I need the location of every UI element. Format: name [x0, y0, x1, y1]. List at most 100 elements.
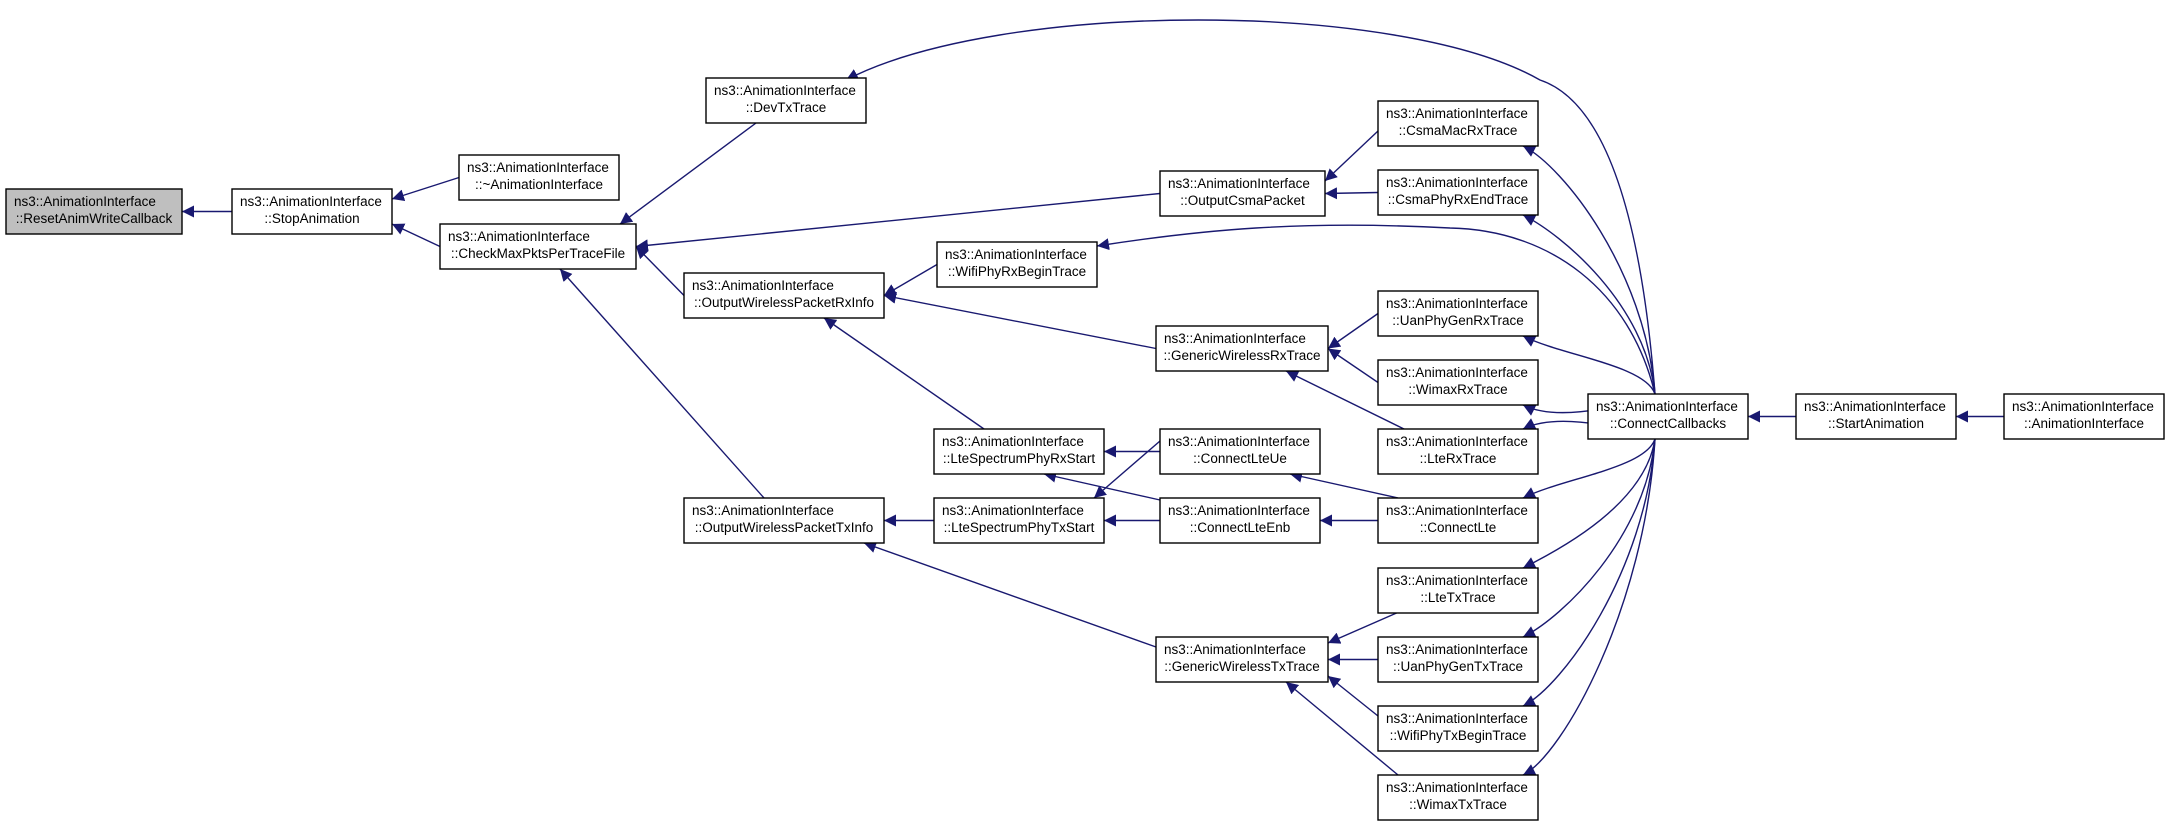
node-wifiphyrxbegintrace[interactable]: ns3::AnimationInterface::WifiPhyRxBeginT…: [936, 241, 1098, 288]
node-namespace-label: ns3::AnimationInterface: [467, 160, 609, 175]
node-wimaxtxtrace[interactable]: ns3::AnimationInterface::WimaxTxTrace: [1377, 774, 1539, 821]
node-startanimation[interactable]: ns3::AnimationInterface::StartAnimation: [1795, 393, 1957, 440]
edge-layer: [182, 19, 2004, 776]
node-method-label: ::CheckMaxPktsPerTraceFile: [451, 246, 625, 261]
node-box: [1155, 636, 1329, 683]
node-box: [1377, 497, 1539, 544]
node-namespace-label: ns3::AnimationInterface: [1168, 434, 1310, 449]
node-namespace-label: ns3::AnimationInterface: [942, 434, 1084, 449]
node-method-label: ::WifiPhyTxBeginTrace: [1390, 728, 1527, 743]
node-namespace-label: ns3::AnimationInterface: [1386, 503, 1528, 518]
node-method-label: ::LteSpectrumPhyRxStart: [943, 451, 1096, 466]
edge-ltetxtrace-to-genericwirelesstxtrace: [1327, 607, 1409, 644]
edge-devtxtrace-to-checkmaxpktspertracefile: [619, 122, 757, 225]
edge-connectcallbacks-to-csmaphyrxendtrace: [1522, 214, 1656, 395]
node-box: [683, 272, 885, 319]
node-box: [1377, 169, 1539, 216]
node-method-label: ::ConnectLte: [1420, 520, 1497, 535]
node-uanphygenrxtrace[interactable]: ns3::AnimationInterface::UanPhyGenRxTrac…: [1377, 290, 1539, 337]
node-outputcsmapacket[interactable]: ns3::AnimationInterface::OutputCsmaPacke…: [1159, 170, 1326, 217]
node-box: [1377, 290, 1539, 337]
node-box: [5, 188, 183, 235]
node-box: [705, 77, 867, 124]
edge-outputwirelesspackettxinfo-to-checkmaxpktspertracefile: [559, 268, 765, 499]
node-genericwirelesstxtrace[interactable]: ns3::AnimationInterface::GenericWireless…: [1155, 636, 1329, 683]
edge-connectlteenb-to-ltespectrumphyrxstart: [1043, 470, 1161, 501]
node-method-label: ::AnimationInterface: [2024, 416, 2144, 431]
node-checkmaxpktspertracefile[interactable]: ns3::AnimationInterface::CheckMaxPktsPer…: [439, 223, 637, 270]
node-connectlteue[interactable]: ns3::AnimationInterface::ConnectLteUe: [1159, 428, 1321, 475]
edge-wifiphytxbegintrace-to-genericwirelesstxtrace: [1327, 675, 1379, 717]
edge-connectcallbacks-to-uanphygenrxtrace: [1522, 335, 1656, 395]
edge-connectcallbacks-to-uanphygentxtrace: [1522, 438, 1656, 638]
node-method-label: ::LteTxTrace: [1420, 590, 1495, 605]
node-method-label: ::ResetAnimWriteCallback: [16, 211, 173, 226]
node-method-label: ::UanPhyGenRxTrace: [1392, 313, 1524, 328]
node-connectlte[interactable]: ns3::AnimationInterface::ConnectLte: [1377, 497, 1539, 544]
node-namespace-label: ns3::AnimationInterface: [692, 278, 834, 293]
node-ltetxtrace[interactable]: ns3::AnimationInterface::LteTxTrace: [1377, 567, 1539, 614]
edge-csmaphyrxendtrace-to-outputcsmapacket: [1324, 187, 1379, 200]
node-connectcallbacks[interactable]: ns3::AnimationInterface::ConnectCallback…: [1587, 393, 1749, 440]
node-box: [1377, 567, 1539, 614]
node-box: [1377, 100, 1539, 147]
node-box: [1159, 428, 1321, 475]
node-csmamacrxtrace[interactable]: ns3::AnimationInterface::CsmaMacRxTrace: [1377, 100, 1539, 147]
node-outputwirelesspacketrxinfo[interactable]: ns3::AnimationInterface::OutputWirelessP…: [683, 272, 885, 319]
node-namespace-label: ns3::AnimationInterface: [1164, 642, 1306, 657]
edge-wifiphyrxbegintrace-to-outputwirelesspacketrxinfo: [883, 263, 938, 297]
edge-connectlte-to-connectlteue: [1289, 470, 1399, 499]
node-method-label: ::LteRxTrace: [1420, 451, 1497, 466]
node-method-label: ::ConnectLteEnb: [1190, 520, 1291, 535]
node-box: [1155, 325, 1329, 372]
edge-lterxtrace-to-genericwirelessrxtrace: [1285, 370, 1409, 432]
node-namespace-label: ns3::AnimationInterface: [448, 229, 590, 244]
node-namespace-label: ns3::AnimationInterface: [240, 194, 382, 209]
node-box: [1795, 393, 1957, 440]
node-wifiphytxbegintrace[interactable]: ns3::AnimationInterface::WifiPhyTxBeginT…: [1377, 705, 1539, 752]
node-wimaxrxtrace[interactable]: ns3::AnimationInterface::WimaxRxTrace: [1377, 359, 1539, 406]
node-genericwirelessrxtrace[interactable]: ns3::AnimationInterface::GenericWireless…: [1155, 325, 1329, 372]
node-lterxtrace[interactable]: ns3::AnimationInterface::LteRxTrace: [1377, 428, 1539, 475]
node-namespace-label: ns3::AnimationInterface: [1386, 296, 1528, 311]
node-method-label: ::GenericWirelessRxTrace: [1163, 348, 1320, 363]
node-ltespectrumphyrxstart[interactable]: ns3::AnimationInterface::LteSpectrumPhyR…: [933, 428, 1105, 475]
edge-ltespectrumphyrxstart-to-outputwirelesspacketrxinfo: [823, 317, 985, 430]
node-box: [1377, 428, 1539, 475]
node-method-label: ::~AnimationInterface: [475, 177, 603, 192]
node-namespace-label: ns3::AnimationInterface: [1386, 434, 1528, 449]
node-box: [933, 497, 1105, 544]
node-box: [1377, 705, 1539, 752]
node-method-label: ::StartAnimation: [1828, 416, 1924, 431]
node-uanphygentxtrace[interactable]: ns3::AnimationInterface::UanPhyGenTxTrac…: [1377, 636, 1539, 683]
node-outputwirelesspackettxinfo[interactable]: ns3::AnimationInterface::OutputWirelessP…: [683, 497, 885, 544]
node-namespace-label: ns3::AnimationInterface: [2012, 399, 2154, 414]
node-namespace-label: ns3::AnimationInterface: [1168, 503, 1310, 518]
node-stopanimation[interactable]: ns3::AnimationInterface::StopAnimation: [231, 188, 393, 235]
node-method-label: ::DevTxTrace: [746, 100, 827, 115]
node-method-label: ::StopAnimation: [264, 211, 359, 226]
node-connectlteenb[interactable]: ns3::AnimationInterface::ConnectLteEnb: [1159, 497, 1321, 544]
edge-wimaxrxtrace-to-genericwirelessrxtrace: [1327, 347, 1379, 384]
node-namespace-label: ns3::AnimationInterface: [1164, 331, 1306, 346]
edge-outputwirelesspacketrxinfo-to-checkmaxpktspertracefile: [635, 246, 685, 296]
node-ltespectrumphytxstart[interactable]: ns3::AnimationInterface::LteSpectrumPhyT…: [933, 497, 1105, 544]
node-csmaphyrxendtrace[interactable]: ns3::AnimationInterface::CsmaPhyRxEndTra…: [1377, 169, 1539, 216]
node-box: [683, 497, 885, 544]
node-method-label: ::OutputCsmaPacket: [1180, 193, 1305, 208]
node-method-label: ::OutputWirelessPacketTxInfo: [695, 520, 874, 535]
node-box: [458, 154, 620, 201]
node-animationinterface[interactable]: ns3::AnimationInterface::AnimationInterf…: [2003, 393, 2165, 440]
edge-connectcallbacks-to-ltetxtrace: [1522, 438, 1656, 569]
node-method-label: ::GenericWirelessTxTrace: [1164, 659, 1320, 674]
node-destructor[interactable]: ns3::AnimationInterface::~AnimationInter…: [458, 154, 620, 201]
node-method-label: ::WimaxRxTrace: [1408, 382, 1507, 397]
node-namespace-label: ns3::AnimationInterface: [945, 247, 1087, 262]
edge-genericwirelesstxtrace-to-outputwirelesspackettxinfo: [863, 541, 1157, 648]
node-layer: ns3::AnimationInterface::ResetAnimWriteC…: [5, 77, 2165, 821]
node-box: [933, 428, 1105, 475]
node-box: [1159, 497, 1321, 544]
edge-destructor-to-stopanimation: [391, 176, 460, 202]
node-box: [1377, 636, 1539, 683]
node-devtxtrace[interactable]: ns3::AnimationInterface::DevTxTrace: [705, 77, 867, 124]
